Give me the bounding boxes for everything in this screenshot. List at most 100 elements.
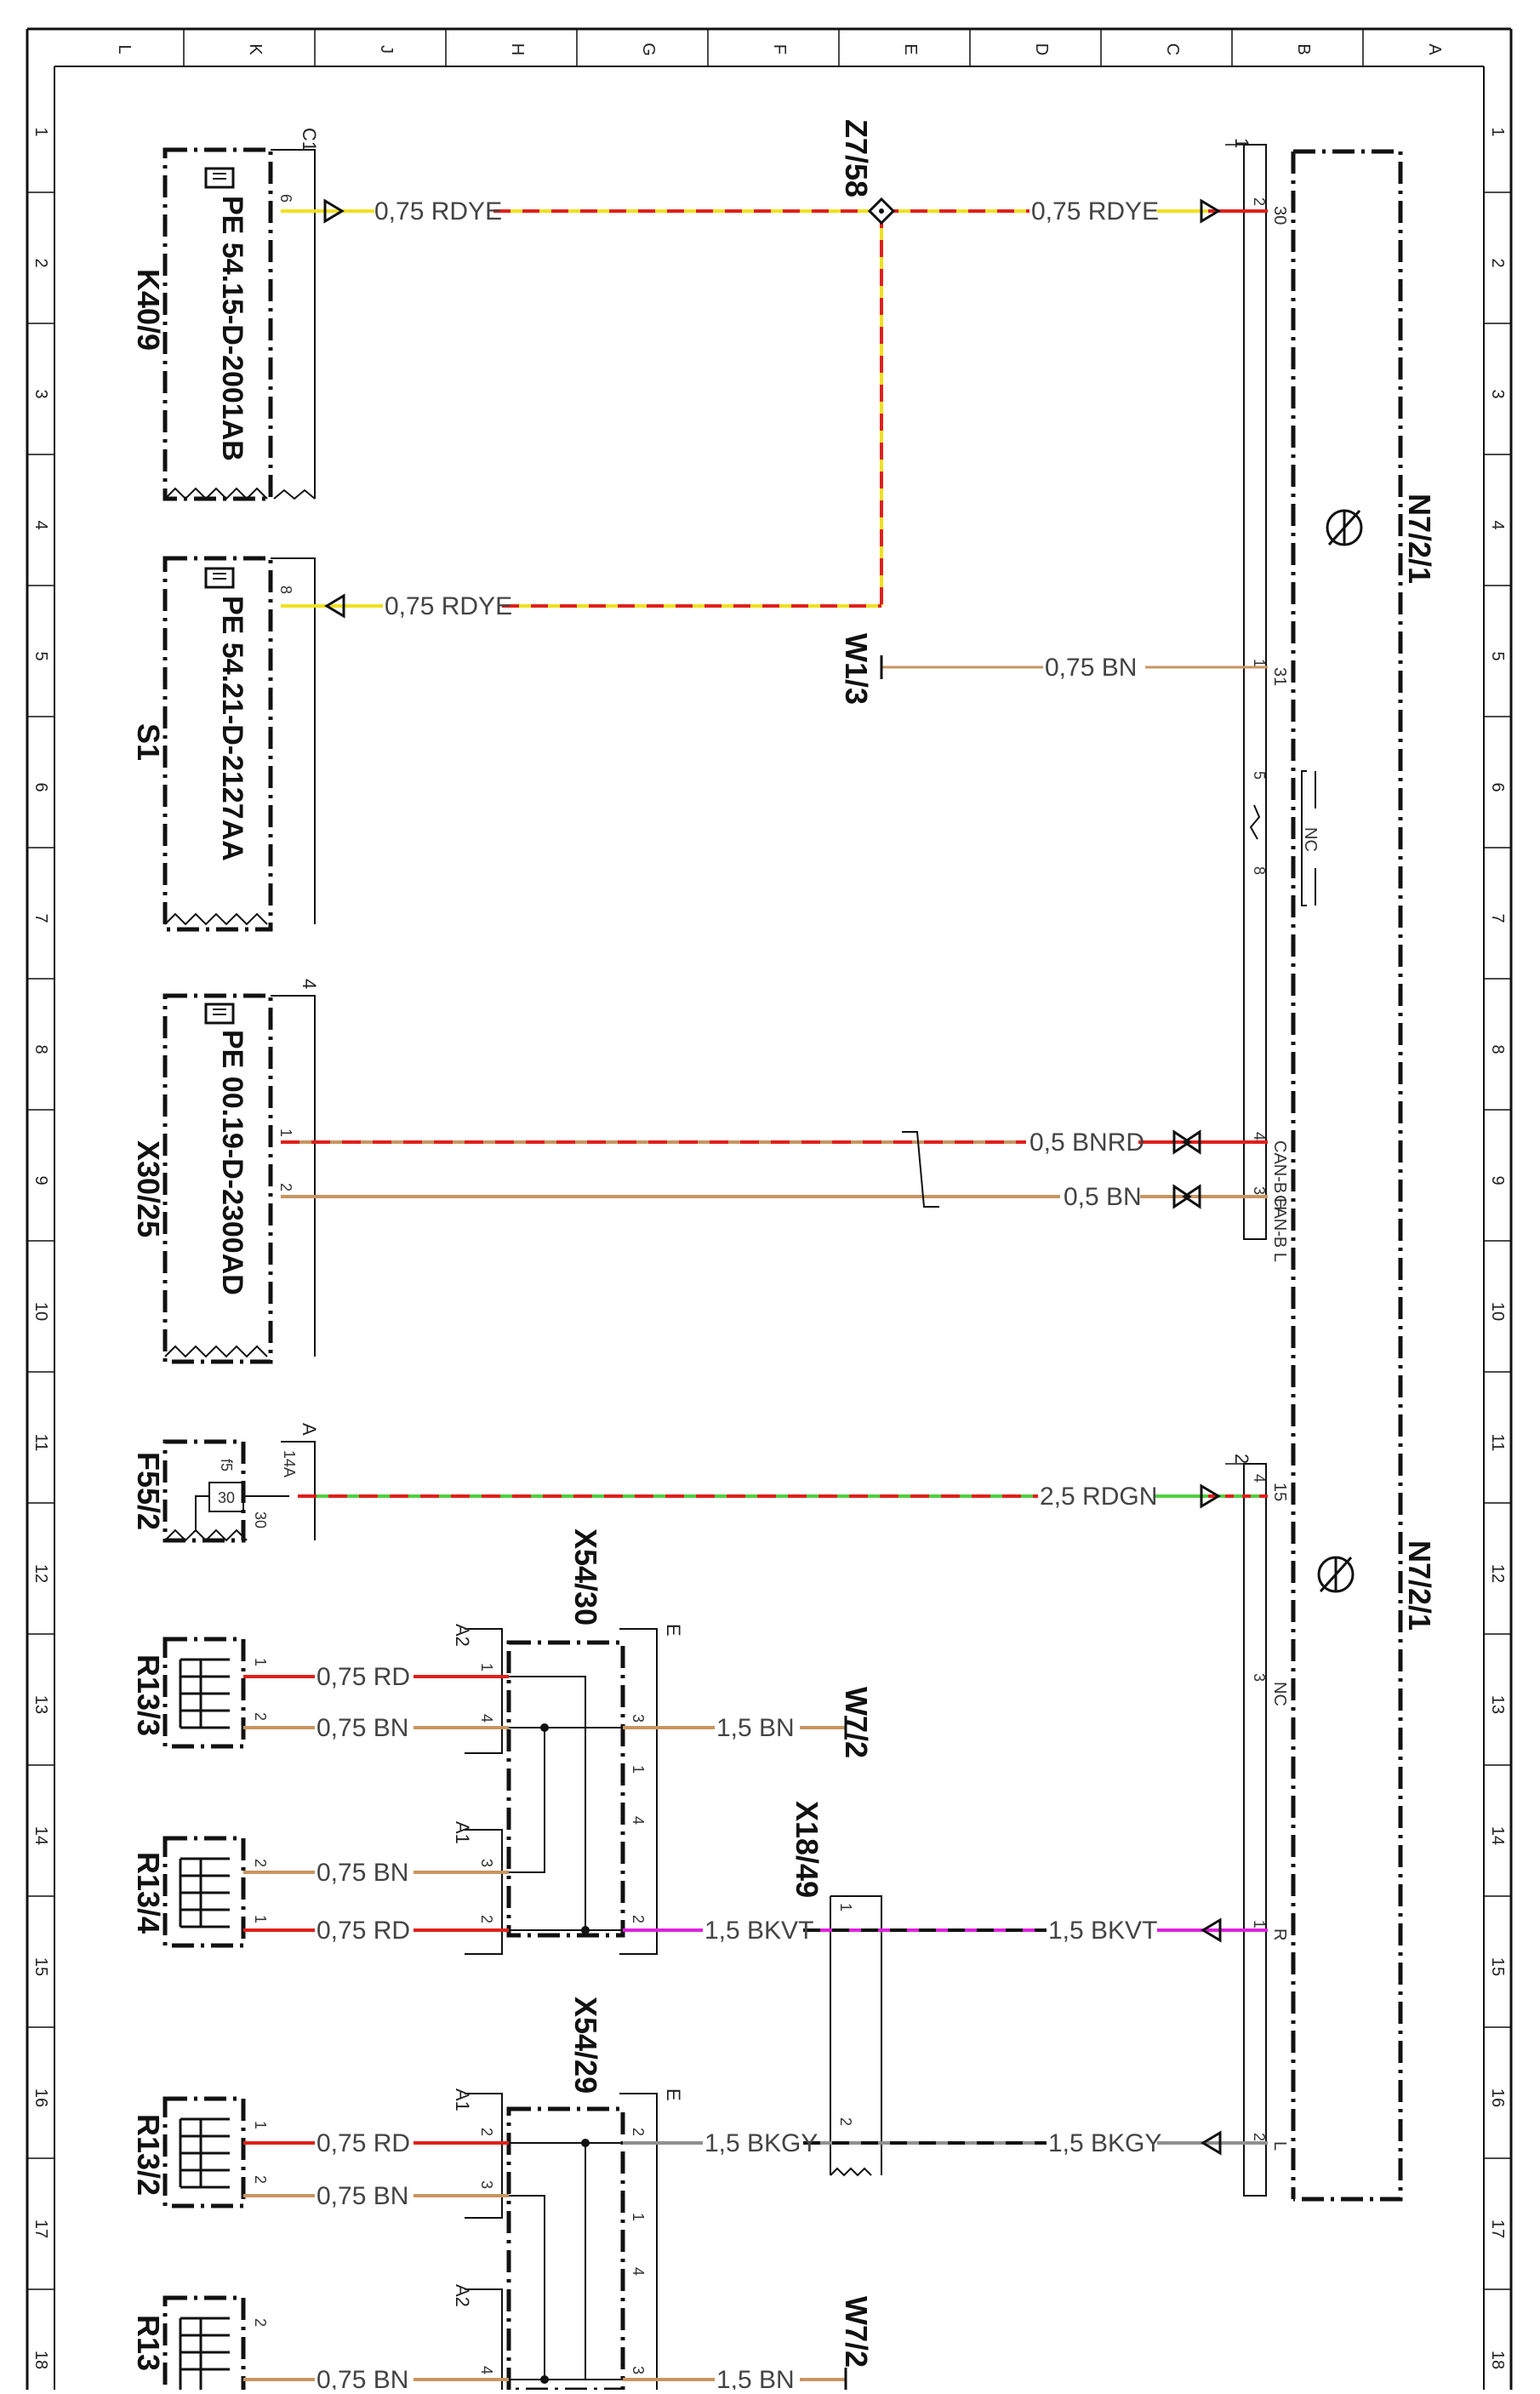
row-number: 2 bbox=[1488, 258, 1507, 267]
pin-signal: 31 bbox=[1270, 667, 1289, 686]
pin-number: 2 bbox=[630, 1915, 647, 1923]
f55-fuse-label: f5 bbox=[218, 1459, 235, 1471]
wire-label: 0,75 BN bbox=[317, 1714, 408, 1742]
r13-x-id: R13 bbox=[131, 2315, 166, 2371]
wire-label: 0,75 BN bbox=[317, 2182, 408, 2210]
r13-4-block bbox=[163, 1836, 246, 1948]
wire-label: 0,75 RD bbox=[317, 2129, 410, 2157]
x54-30-conn-a2: A2 bbox=[452, 1624, 473, 1647]
f55-fuse-pin: 30 bbox=[252, 1511, 269, 1528]
w7-2-id-a: W7/2 bbox=[839, 1687, 874, 1758]
x54-29-block bbox=[465, 2093, 658, 2392]
pin-signal: R bbox=[1270, 1928, 1289, 1940]
wire-label: 1,5 BKVT bbox=[704, 1917, 813, 1945]
k40-pe-reference[interactable]: PE 54.15-D-2001AB bbox=[216, 196, 248, 461]
row-number: 14 bbox=[31, 1826, 50, 1845]
n7-unit-outline bbox=[1225, 144, 1403, 2202]
col-letter: F bbox=[770, 44, 789, 54]
pin-number: 8 bbox=[277, 586, 294, 594]
row-number: 2 bbox=[31, 258, 50, 267]
row-number: 10 bbox=[31, 1302, 50, 1321]
drawing-frame bbox=[26, 27, 1513, 2390]
wire-r13-4 bbox=[243, 1871, 1268, 1932]
wire-label: 1,5 BKGY bbox=[1048, 2129, 1161, 2157]
x30-pe-reference[interactable]: PE 00.19-D-2300AD bbox=[216, 1030, 248, 1295]
pin-number: 2 bbox=[252, 1859, 269, 1867]
pin-number: 2 bbox=[1251, 197, 1268, 206]
x54-30-block bbox=[465, 1628, 658, 1955]
row-number: 7 bbox=[31, 913, 50, 923]
junction-dot bbox=[540, 2375, 549, 2384]
wire-label: 2,5 RDGN bbox=[1040, 1483, 1157, 1511]
connector-arrow-icon bbox=[323, 198, 1221, 619]
wire-label: 0,75 RDYE bbox=[385, 592, 512, 620]
pin-number: 1 bbox=[277, 1128, 294, 1137]
row-number: 12 bbox=[31, 1564, 50, 1583]
pin-number: 2 bbox=[630, 2128, 647, 2136]
pin-number: 1 bbox=[837, 1903, 854, 1911]
x30-connector-label: 4 bbox=[299, 979, 320, 989]
n7-lower-id: N7/2/1 bbox=[1402, 1540, 1437, 1631]
pin-signal: CAN-B L bbox=[1270, 1195, 1289, 1262]
pin-number: 4 bbox=[630, 1816, 647, 1825]
row-number: 15 bbox=[31, 1957, 50, 1976]
f55-pin: 14A bbox=[281, 1450, 298, 1477]
r13-3-id: R13/3 bbox=[131, 1654, 166, 1736]
x30-id: X30/25 bbox=[131, 1140, 166, 1237]
wire-r13-x bbox=[243, 2368, 847, 2390]
splice-diamond-icon bbox=[867, 197, 896, 226]
f55-fuse-value: 30 bbox=[218, 1489, 235, 1506]
pin-number: 2 bbox=[252, 1712, 269, 1721]
row-number: 5 bbox=[31, 651, 50, 660]
pin-number: 1 bbox=[252, 1915, 269, 1923]
row-number: 18 bbox=[1488, 2351, 1507, 2369]
row-number: 12 bbox=[1488, 1564, 1507, 1583]
wire-label: 1,5 BN bbox=[716, 1714, 795, 1742]
wire-label: 1,5 BKGY bbox=[704, 2129, 818, 2157]
frame-column-letters: L K J H G F E D C B A bbox=[115, 43, 1444, 56]
connector-arrow-icon bbox=[1200, 1483, 1221, 1509]
r13-4-id: R13/4 bbox=[131, 1852, 166, 1934]
row-number: 7 bbox=[1488, 913, 1507, 923]
row-number: 13 bbox=[1488, 1695, 1507, 1714]
pin-signal: 15 bbox=[1270, 1483, 1289, 1501]
row-number: 1 bbox=[1488, 127, 1507, 136]
f55-2-block bbox=[163, 1439, 316, 1543]
f55-id: F55/2 bbox=[131, 1452, 166, 1530]
row-number: 3 bbox=[1488, 389, 1507, 398]
n7-upper-connector-label: 1 bbox=[1231, 138, 1252, 148]
row-number: 6 bbox=[31, 782, 50, 791]
x54-29-id: X54/29 bbox=[568, 1997, 603, 2094]
row-number: 1 bbox=[31, 127, 50, 136]
bidirectional-arrow-icon bbox=[1172, 1129, 1201, 1209]
row-number: 5 bbox=[1488, 651, 1507, 660]
col-letter: C bbox=[1163, 43, 1182, 55]
x54-29-conn-e: E bbox=[663, 2088, 684, 2101]
row-number: 4 bbox=[31, 520, 50, 529]
pin-number: 8 bbox=[1251, 866, 1268, 875]
s1-pe-reference[interactable]: PE 54.21-D-2127AA bbox=[216, 596, 248, 861]
pin-number: 5 bbox=[1251, 771, 1268, 780]
pin-number: 3 bbox=[1251, 1673, 1268, 1682]
wire-label: 1,5 BN bbox=[716, 2366, 795, 2390]
col-letter: J bbox=[377, 45, 396, 54]
pointing-hand-icon bbox=[204, 567, 235, 589]
r13-3-block bbox=[163, 1637, 246, 1749]
pin-number: 1 bbox=[478, 1663, 495, 1671]
s1-id: S1 bbox=[131, 723, 166, 761]
pin-signal: 30 bbox=[1270, 206, 1289, 225]
x18-49-block bbox=[830, 1895, 882, 2177]
frame-row-numbers: 1 2 3 4 5 6 7 8 9 10 11 12 13 14 15 16 1… bbox=[31, 127, 1507, 2369]
pin-number: 2 bbox=[1251, 2133, 1268, 2141]
junction-dot bbox=[581, 1926, 590, 1934]
x54-29-conn-a2: A2 bbox=[452, 2284, 473, 2307]
row-number: 4 bbox=[1488, 520, 1507, 529]
pin-number: 3 bbox=[630, 1714, 647, 1723]
pin-number: 4 bbox=[1251, 1132, 1268, 1140]
w7-2-id-b: W7/2 bbox=[839, 2296, 874, 2368]
col-letter: G bbox=[639, 43, 658, 56]
wire-label: 0,75 RD bbox=[317, 1663, 410, 1691]
wire-label: 0,5 BNRD bbox=[1030, 1128, 1144, 1157]
junction-dot bbox=[581, 2139, 590, 2147]
pin-number: 3 bbox=[630, 2366, 647, 2374]
